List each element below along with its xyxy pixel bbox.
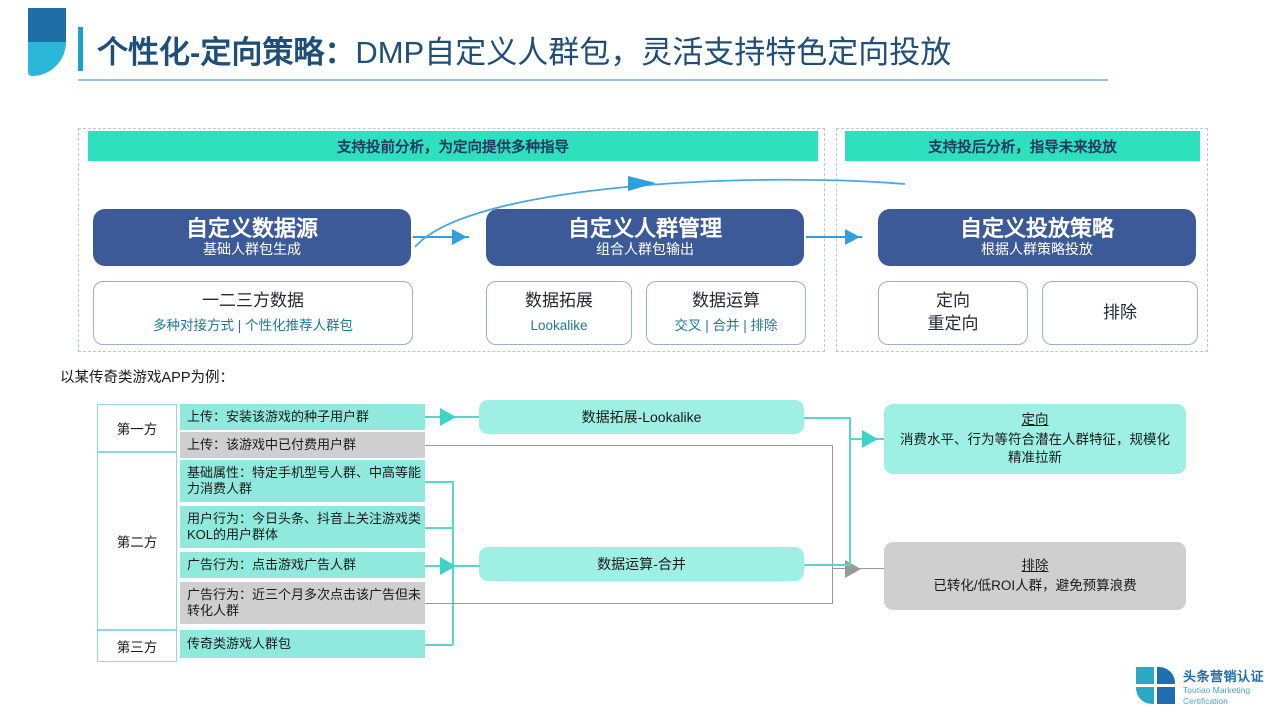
stage-subtitle: 组合人群包输出: [596, 240, 694, 257]
connector-row4: [425, 527, 453, 529]
process-box-lookalike: 数据拓展-Lookalike: [479, 400, 804, 434]
arrow-merge: [440, 557, 456, 575]
subcard-title: 数据拓展: [525, 291, 593, 311]
connector-gray-vertical: [832, 445, 833, 604]
page-title-strong: 个性化-定向策略：: [97, 34, 356, 70]
source-row: 传奇类游戏人群包: [180, 630, 425, 658]
connector-row2-exclusion: [425, 445, 833, 446]
stage-card-audience-management: 自定义人群管理 组合人群包输出: [486, 209, 804, 266]
footer-brand-en-1: Toutiao Marketing: [1183, 685, 1251, 695]
connector-row7: [425, 644, 453, 646]
result-description: 已转化/低ROI人群，避免预算浪费: [933, 578, 1137, 593]
arrow-row1-lookalike: [440, 408, 456, 426]
footer-brand-logo: 头条营销认证 Toutiao Marketing Certification: [1136, 666, 1264, 706]
stage-title: 自定义数据源: [185, 216, 318, 242]
connector-row6-exclusion: [425, 603, 833, 604]
subcard-subtitle: Lookalike: [530, 318, 588, 334]
footer-brand-cn: 头条营销认证: [1183, 669, 1265, 684]
page-title-bar: 个性化-定向策略：DMP自定义人群包，灵活支持特色定向投放: [78, 24, 951, 74]
logo-bottom-block: [28, 42, 66, 76]
subcard-data-expansion: 数据拓展 Lookalike: [486, 281, 632, 345]
subcard-title: 排除: [1103, 302, 1137, 322]
result-box-exclusion: 排除 已转化/低ROI人群，避免预算浪费: [884, 542, 1186, 610]
footer-brand-text: 头条营销认证 Toutiao Marketing Certification: [1183, 666, 1264, 706]
logo-block-4: [1157, 687, 1175, 705]
arrow-exclusion: [845, 560, 861, 578]
stage-subtitle: 基础人群包生成: [203, 240, 301, 257]
subcard-subtitle: 交叉 | 合并 | 排除: [674, 318, 778, 334]
page-title: 个性化-定向策略：DMP自定义人群包，灵活支持特色定向投放: [97, 27, 951, 72]
logo-top-block: [28, 8, 66, 42]
logo-block-3: [1136, 687, 1154, 705]
source-row: 基础属性：特定手机型号人群、中高等能力消费人群: [180, 460, 425, 502]
party-label-first: 第一方: [97, 404, 177, 452]
arrow-targeting: [862, 430, 878, 448]
toutiao-logo-icon: [1136, 667, 1176, 705]
banner-post-analysis: 支持投后分析，指导未来投放: [845, 131, 1200, 161]
title-accent-bar: [78, 27, 83, 71]
stage-title: 自定义人群管理: [567, 216, 722, 242]
arrow-stage2-stage3: [845, 229, 860, 245]
subcard-title: 一二三方数据: [202, 291, 304, 311]
subcard-exclusion: 排除: [1042, 281, 1198, 345]
footer-brand-en-2: Certification: [1183, 695, 1228, 706]
connector-teal-vertical: [849, 417, 851, 565]
connector-bundle-to-merge: [452, 565, 480, 567]
logo-block-2: [1157, 667, 1175, 685]
brand-logo-mark: [28, 8, 66, 76]
source-row: 上传：该游戏中已付费用户群: [180, 432, 425, 458]
party-label-second: 第二方: [97, 452, 177, 630]
stage-card-delivery-strategy: 自定义投放策略 根据人群策略投放: [878, 209, 1196, 266]
subcard-title: 数据运算: [692, 291, 760, 311]
title-underline: [78, 79, 1108, 81]
connector-merge-right: [804, 564, 850, 566]
page-title-rest: DMP自定义人群包，灵活支持特色定向投放: [355, 34, 952, 70]
subcard-targeting-retargeting: 定向重定向: [878, 281, 1028, 345]
result-title: 定向: [1021, 411, 1049, 427]
stage-title: 自定义投放策略: [959, 216, 1114, 242]
party-label-third: 第三方: [97, 630, 177, 662]
process-box-merge: 数据运算-合并: [479, 547, 804, 581]
source-row: 用户行为：今日头条、抖音上关注游戏类KOL的用户群体: [180, 506, 425, 548]
arrow-stage1-stage2: [452, 229, 467, 245]
result-description: 消费水平、行为等符合潜在人群特征，规模化精准拉新: [900, 431, 1170, 466]
stage-card-custom-data-source: 自定义数据源 基础人群包生成: [93, 209, 411, 266]
subcard-data-operations: 数据运算 交叉 | 合并 | 排除: [646, 281, 806, 345]
connector-lookalike-right: [804, 417, 850, 419]
result-box-targeting: 定向 消费水平、行为等符合潜在人群特征，规模化精准拉新: [884, 404, 1186, 474]
subcard-first-second-third-party-data: 一二三方数据 多种对接方式 | 个性化推荐人群包: [93, 281, 413, 345]
stage-subtitle: 根据人群策略投放: [981, 240, 1093, 257]
source-row: 上传：安装该游戏的种子用户群: [180, 404, 425, 430]
banner-pre-analysis: 支持投前分析，为定向提供多种指导: [88, 131, 818, 161]
example-caption: 以某传奇类游戏APP为例：: [60, 370, 235, 386]
logo-block-1: [1136, 667, 1154, 685]
source-row: 广告行为：点击游戏广告人群: [180, 552, 425, 578]
connector-row3: [425, 481, 453, 483]
subcard-subtitle: 多种对接方式 | 个性化推荐人群包: [152, 318, 353, 334]
source-row: 广告行为：近三个月多次点击该广告但未转化人群: [180, 582, 425, 624]
subcard-title: 定向重定向: [927, 291, 979, 333]
result-title: 排除: [1021, 557, 1049, 573]
